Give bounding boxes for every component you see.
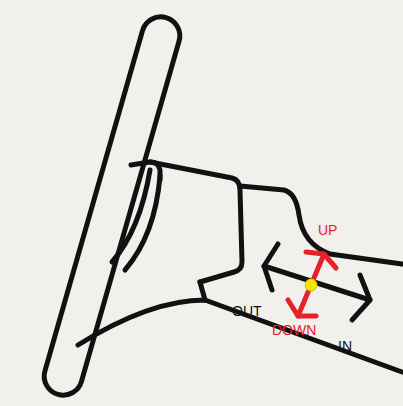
column-joint: [200, 282, 205, 300]
in-out-arrow: [264, 244, 370, 320]
direction-label: IN: [338, 338, 352, 354]
hub-body: [150, 162, 242, 282]
wheel-rim: [40, 12, 185, 399]
direction-label: DOWN: [272, 322, 316, 338]
direction-label: UP: [318, 222, 337, 238]
up-down-arrow: [288, 252, 336, 316]
hub-inner-line: [125, 176, 160, 270]
hub-inner-line: [112, 170, 150, 262]
direction-label: OUT: [232, 303, 262, 319]
column-bottom-edge: [78, 300, 402, 372]
pivot-dot: [305, 279, 317, 291]
